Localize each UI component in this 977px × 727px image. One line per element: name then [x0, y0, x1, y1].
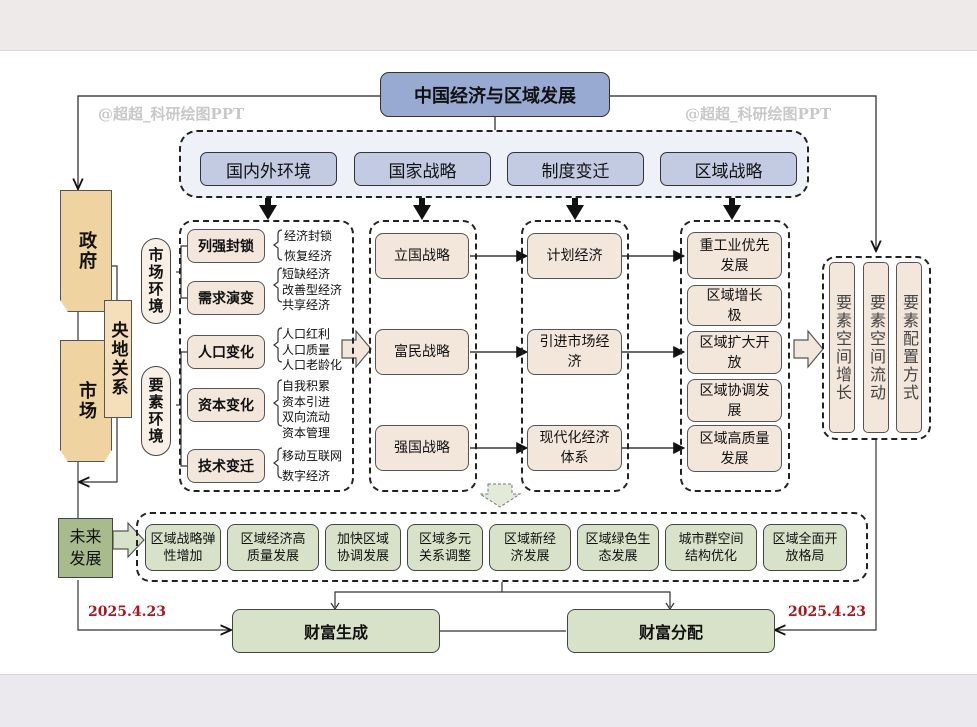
strategy-strong-nation: 强国战略: [375, 425, 469, 471]
env-details-tech: 移动互联网 数字经济: [282, 446, 342, 486]
national-strategy-group: [369, 220, 477, 492]
detail-text: 资本引进: [282, 394, 331, 409]
date-right: 2025.4.23: [788, 604, 866, 620]
env-item-population-change: 人口变化: [187, 335, 265, 369]
detail-text: 资本管理: [282, 425, 331, 440]
strategy-enrich-people: 富民战略: [375, 329, 469, 375]
detail-text: 短缺经济: [282, 267, 331, 281]
regional-heavy-industry: 重工业优先发展: [687, 232, 782, 279]
future-item: 区域绿色生态发展: [577, 524, 659, 571]
detail-text: 人口老龄化: [282, 358, 343, 372]
regional-open-up: 区域扩大开放: [687, 331, 782, 374]
env-details-demand: 短缺经济 改善型经济 共享经济: [282, 267, 342, 314]
detail-text: 人口质量: [282, 342, 331, 357]
category-national-strategy: 国家战略: [354, 152, 491, 186]
future-item: 区域经济高质量发展: [227, 524, 319, 571]
institution-market-economy: 引进市场经济: [527, 329, 622, 375]
future-item: 区域战略弹性增加: [145, 524, 221, 571]
diagram-title: 中国经济与区域发展: [380, 72, 610, 117]
watermark-left: @超超_科研绘图PPT: [98, 105, 245, 123]
category-regional-strategy: 区域战略: [660, 152, 797, 186]
future-items: 区域战略弹性增加 区域经济高质量发展 加快区域协调发展 区域多元关系调整 区域新…: [145, 524, 861, 571]
central-local-relation-block: 央地关系: [104, 300, 132, 418]
category-institutional-change: 制度变迁: [507, 152, 644, 186]
detail-text: 数字经济: [282, 469, 331, 483]
factor-spatial-growth: 要素空间增长: [829, 262, 855, 433]
regional-strategy-group: [680, 220, 790, 492]
environment-group: [179, 220, 354, 492]
future-item: 加快区域协调发展: [325, 524, 401, 571]
factor-environment-label: 要素环境: [141, 366, 171, 456]
market-environment-label: 市场环境: [141, 238, 171, 324]
future-item: 城市群空间结构优化: [665, 524, 757, 571]
watermark-right: @超超_科研绘图PPT: [685, 105, 832, 123]
detail-text: 双向流动: [282, 410, 331, 424]
future-group: [136, 512, 868, 582]
future-item: 区域新经济发展: [489, 524, 571, 571]
wealth-generation: 财富生成: [232, 609, 440, 653]
bottom-bar: [0, 674, 977, 727]
env-details-population: 人口红利 人口质量 人口老龄化: [282, 327, 342, 374]
detail-text: 改善型经济: [282, 282, 343, 297]
future-item: 区域多元关系调整: [407, 524, 483, 571]
market-block: 市场: [60, 340, 112, 462]
institution-modern-economy: 现代化经济体系: [527, 425, 622, 471]
env-item-demand-evolution: 需求演变: [187, 281, 265, 315]
detail-text: 移动互联网: [282, 449, 343, 463]
future-item: 区域全面开放格局: [763, 524, 847, 571]
factors-group: [822, 256, 931, 440]
institutional-change-group: [521, 220, 629, 492]
wealth-distribution: 财富分配: [567, 609, 775, 653]
factor-spatial-flow: 要素空间流动: [863, 262, 889, 433]
factor-allocation-mode: 要素配置方式: [896, 262, 922, 433]
detail-text: 人口红利: [282, 327, 331, 341]
detail-text: 经济封锁: [284, 229, 333, 243]
government-block: 政府: [60, 190, 112, 312]
env-details-capital: 自我积累 资本引进 双向流动 资本管理: [282, 379, 330, 441]
detail-text: 自我积累: [282, 379, 331, 393]
future-development-label: 未来发展: [58, 518, 113, 578]
regional-growth-pole: 区域增长极: [687, 285, 782, 326]
date-left: 2025.4.23: [88, 604, 166, 620]
strategy-founding: 立国战略: [375, 233, 469, 279]
env-item-capital-change: 资本变化: [187, 388, 265, 422]
regional-high-quality: 区域高质量发展: [687, 425, 782, 472]
regional-coordinated: 区域协调发展: [687, 379, 782, 422]
env-details-blockade: 经济封锁 恢复经济: [284, 226, 332, 266]
top-bar: [0, 0, 977, 51]
institution-planned-economy: 计划经济: [527, 233, 622, 279]
env-item-blockade: 列强封锁: [187, 229, 265, 263]
category-domestic-international-environment: 国内外环境: [200, 152, 337, 186]
env-item-tech-change: 技术变迁: [187, 449, 265, 483]
detail-text: 共享经济: [282, 298, 331, 312]
detail-text: 恢复经济: [284, 249, 333, 263]
